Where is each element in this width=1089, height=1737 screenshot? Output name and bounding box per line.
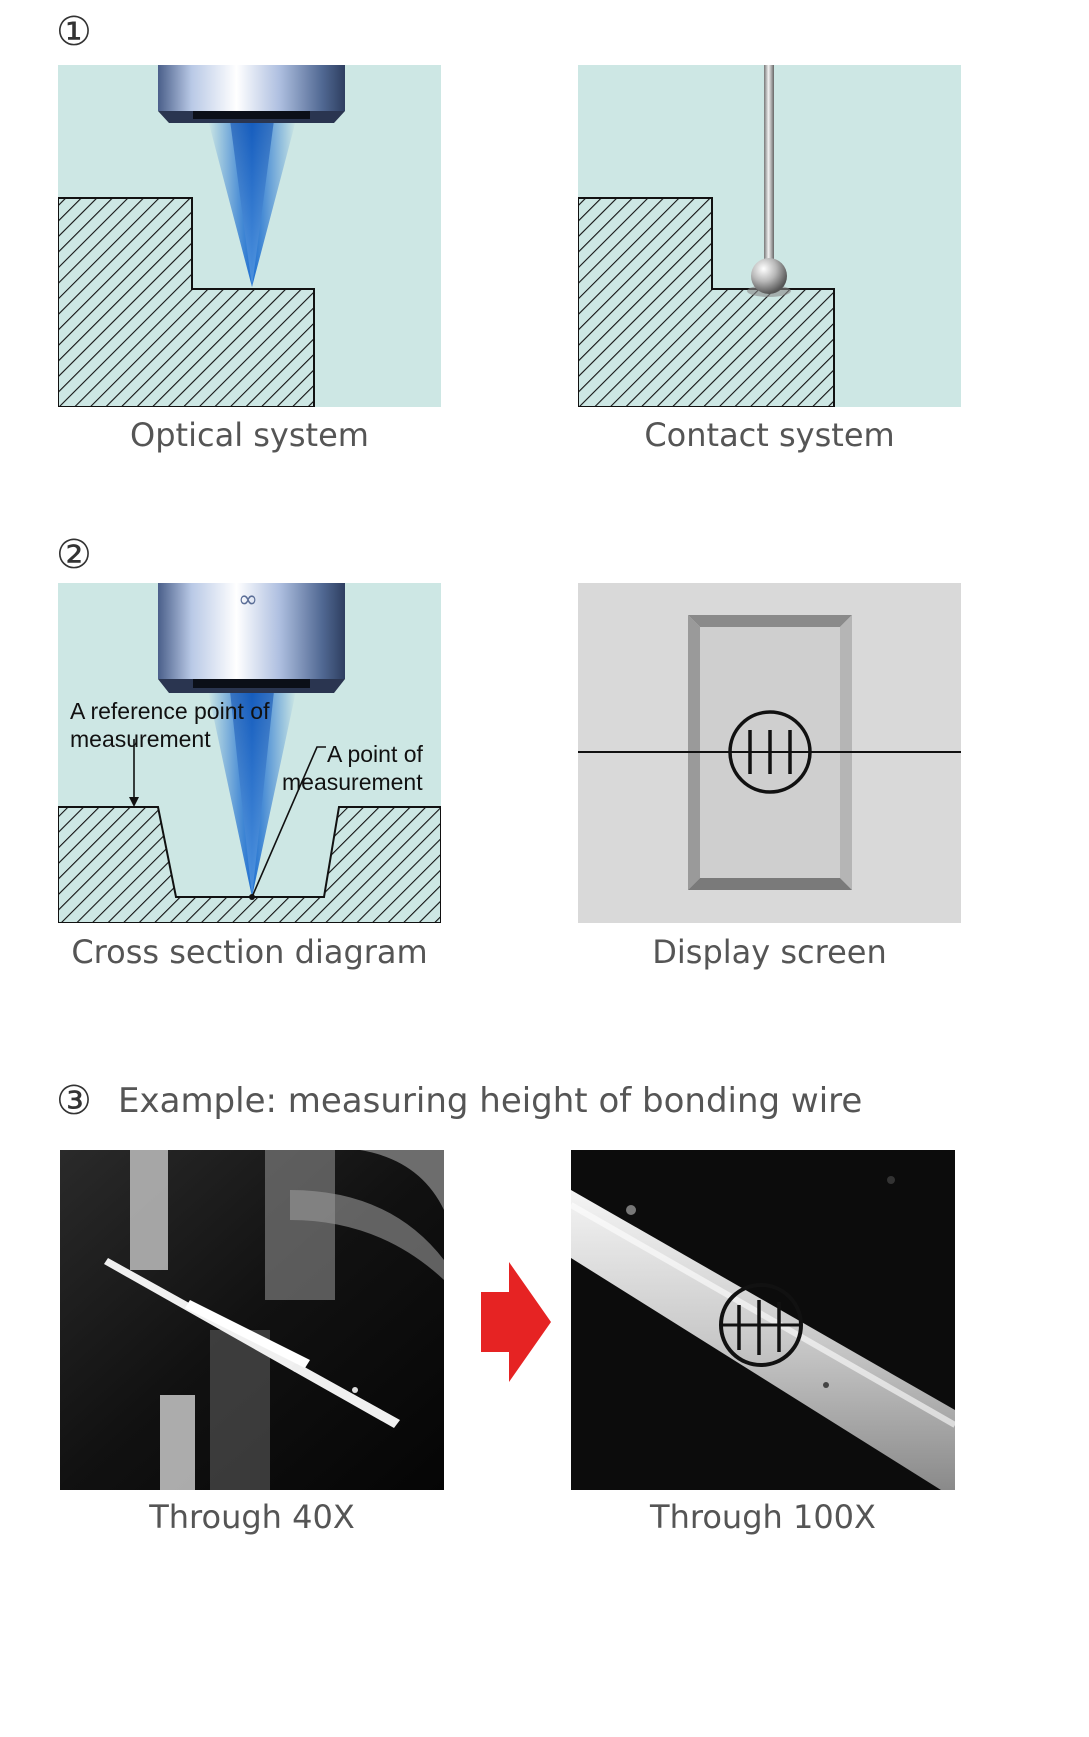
reference-point-label: A reference point of measurement	[70, 697, 269, 753]
reference-label-line2: measurement	[70, 726, 211, 752]
measurement-point-label: A point of measurement	[282, 740, 423, 796]
section-2-number: ②	[56, 532, 92, 578]
probe-stylus-icon	[747, 65, 791, 297]
section-3-heading: Example: measuring height of bonding wir…	[118, 1081, 863, 1121]
lens-objective-icon	[158, 583, 345, 693]
light-beam	[208, 120, 296, 287]
cross-section-caption: Cross section diagram	[71, 933, 428, 971]
point-label-line1: A point of	[327, 741, 423, 767]
contact-system-panel	[578, 65, 961, 407]
caption-40x: Through 40X	[149, 1498, 355, 1536]
caption-100x: Through 100X	[650, 1498, 876, 1536]
reference-leader	[129, 739, 139, 807]
workpiece-groove	[58, 806, 441, 923]
workpiece-step	[58, 197, 315, 407]
section-3-number: ③	[56, 1078, 92, 1124]
optical-system-caption: Optical system	[130, 416, 369, 454]
display-screen-panel	[578, 583, 961, 923]
reference-label-line1: A reference point of	[70, 698, 270, 724]
workpiece-step	[578, 197, 835, 407]
photo-100x	[571, 1150, 955, 1490]
display-screen-caption: Display screen	[652, 933, 887, 971]
infinity-mark: ∞	[238, 585, 258, 613]
cross-section-panel	[58, 583, 441, 923]
red-arrow-icon	[481, 1262, 551, 1382]
photo-40x	[60, 1150, 444, 1490]
point-leader	[249, 746, 326, 900]
light-beam	[208, 691, 296, 897]
lens-objective-icon	[158, 65, 345, 123]
section-1-number: ①	[56, 9, 92, 55]
crosshair-reticle-icon	[719, 1283, 803, 1367]
point-label-line2: measurement	[282, 769, 423, 795]
contact-system-caption: Contact system	[644, 416, 895, 454]
crosshair-reticle-icon	[728, 710, 812, 794]
optical-system-panel	[58, 65, 441, 407]
